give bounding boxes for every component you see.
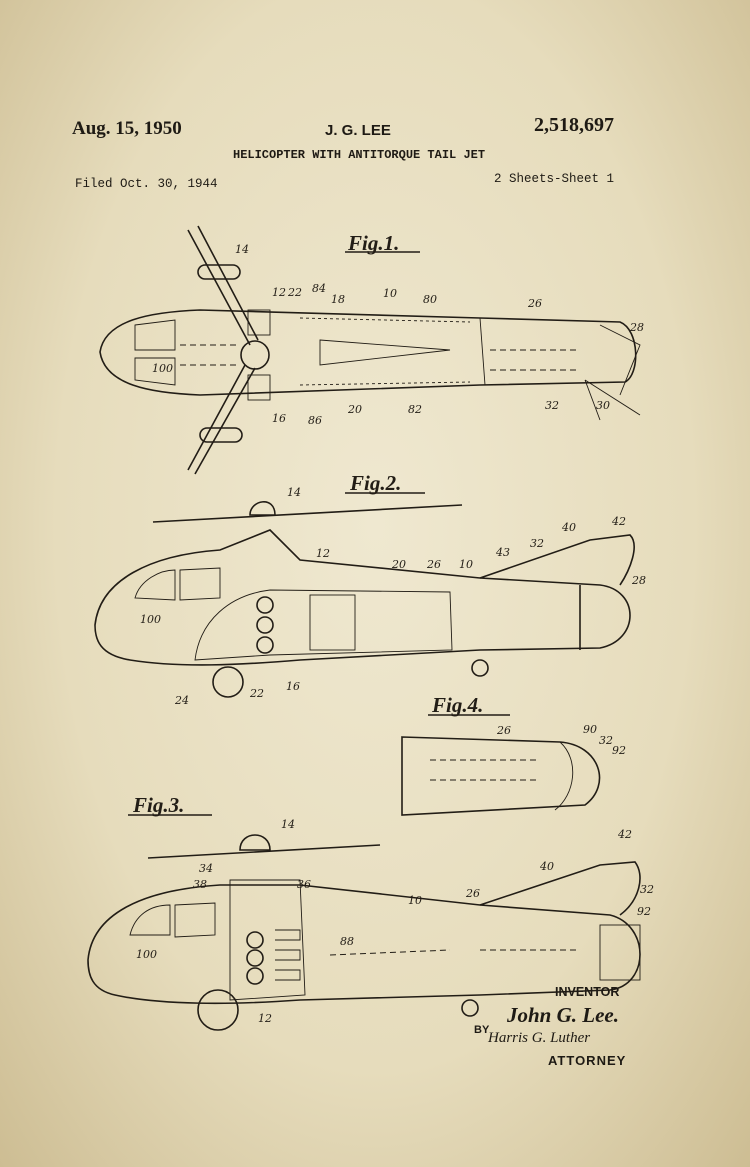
ref-numeral: 84 [312, 282, 326, 295]
ref-numeral: 88 [340, 935, 354, 948]
inventor-label: INVENTOR [555, 985, 620, 999]
ref-numeral: 16 [272, 412, 286, 425]
figure-2-label: Fig.2. [349, 471, 401, 495]
ref-numeral: 12 [272, 286, 286, 299]
ref-numeral: 100 [140, 613, 161, 626]
ref-numeral: 30 [596, 399, 610, 412]
ref-numeral: 28 [629, 321, 644, 334]
ref-numeral: 86 [308, 414, 322, 427]
figure-2: Fig.2. 14 12 20 26 10 43 32 40 42 28 100… [94, 471, 646, 707]
ref-numeral: 28 [631, 574, 646, 587]
sheet-count: 2 Sheets-Sheet 1 [494, 172, 615, 186]
ref-numeral: 32 [530, 537, 544, 550]
ref-numeral: 43 [495, 546, 510, 559]
ref-numeral: 16 [286, 680, 300, 693]
ref-numeral: 100 [152, 362, 173, 375]
ref-numeral: 90 [583, 723, 597, 736]
ref-numeral: 92 [637, 905, 651, 918]
attorney-label: ATTORNEY [548, 1053, 627, 1068]
attorney-signature: Harris G. Luther [488, 1030, 591, 1046]
ref-numeral: 36 [297, 878, 311, 891]
ref-numeral: 24 [174, 694, 189, 707]
figure-1-label: Fig.1. [347, 231, 399, 255]
ref-numeral: 10 [408, 894, 422, 907]
ref-numeral: 34 [199, 862, 213, 875]
ref-numeral: 12 [316, 547, 330, 560]
patent-number: 2,518,697 [534, 114, 614, 136]
ref-numeral: 14 [281, 818, 295, 831]
figure-4-label: Fig.4. [431, 693, 483, 717]
ref-numeral: 100 [136, 948, 157, 961]
ref-numeral: 12 [258, 1012, 272, 1025]
ref-numeral: 26 [496, 724, 511, 737]
figure-3-label: Fig.3. [132, 793, 184, 817]
patent-title: HELICOPTER WITH ANTITORQUE TAIL JET [233, 148, 486, 162]
ref-numeral: 22 [287, 286, 302, 299]
ref-numeral: 40 [561, 521, 576, 534]
ref-numeral: 32 [545, 399, 559, 412]
ref-numeral: 18 [331, 293, 345, 306]
inventor-signature: John G. Lee. [507, 1003, 619, 1027]
ref-numeral: 26 [426, 558, 441, 571]
ref-numeral: 10 [459, 558, 473, 571]
ref-numeral: 20 [347, 403, 362, 416]
ref-numeral: 38 [193, 878, 207, 891]
ref-numeral: 42 [617, 828, 632, 841]
inventor-name: J. G. LEE [325, 122, 391, 139]
ref-numeral: 40 [539, 860, 554, 873]
by-label: BY [474, 1024, 490, 1036]
figure-3: Fig.3. 14 34 38 36 10 26 40 42 32 92 100… [87, 793, 654, 1031]
ref-numeral: 20 [391, 558, 406, 571]
ref-numeral: 92 [612, 744, 626, 757]
ref-numeral: 10 [383, 287, 397, 300]
patent-date: Aug. 15, 1950 [72, 118, 182, 139]
ref-numeral: 14 [235, 243, 249, 256]
ref-numeral: 26 [527, 297, 542, 310]
ref-numeral: 42 [611, 515, 626, 528]
ref-numeral: 80 [423, 293, 437, 306]
ref-numeral: 32 [640, 883, 654, 896]
ref-numeral: 26 [465, 887, 480, 900]
ref-numeral: 14 [287, 486, 301, 499]
ref-numeral: 22 [249, 687, 264, 700]
figure-1: Fig.1. 14 12 22 84 18 10 80 26 28 100 16… [99, 225, 644, 475]
ref-numeral: 32 [599, 734, 613, 747]
figure-4: Fig.4. 26 90 32 92 [401, 693, 626, 816]
ref-numeral: 82 [408, 403, 422, 416]
filed-date: Filed Oct. 30, 1944 [75, 177, 218, 191]
